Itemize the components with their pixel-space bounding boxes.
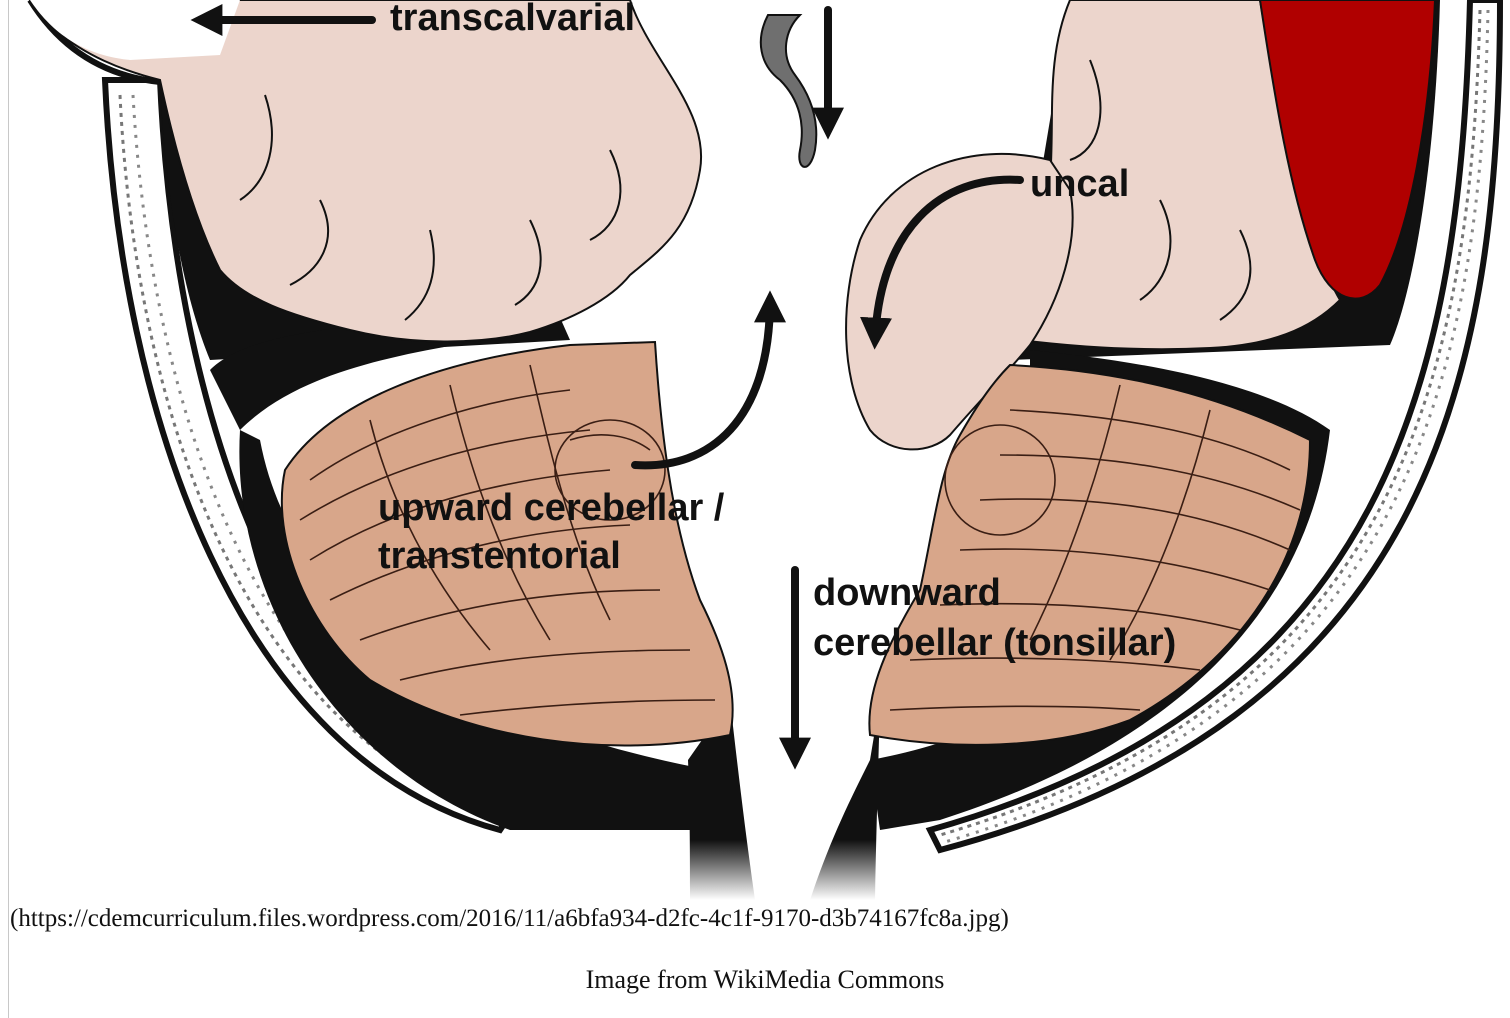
herniation-diagram: transcalvarial uncal upward cerebellar /… bbox=[10, 0, 1510, 900]
label-upward-line1: upward cerebellar / bbox=[378, 487, 725, 529]
image-source-url[interactable]: (https://cdemcurriculum.files.wordpress.… bbox=[10, 905, 1009, 933]
label-transcalvarial: transcalvarial bbox=[390, 0, 635, 39]
image-credit: Image from WikiMedia Commons bbox=[0, 965, 1510, 995]
left-border bbox=[8, 0, 9, 1018]
ventricle bbox=[761, 15, 816, 167]
label-uncal: uncal bbox=[1030, 163, 1129, 205]
label-downward-line1: downward bbox=[813, 572, 1001, 614]
label-upward-line2: transtentorial bbox=[378, 535, 621, 577]
label-downward-line2: cerebellar (tonsillar) bbox=[813, 622, 1176, 664]
transcalvarial-brain bbox=[30, 0, 240, 60]
